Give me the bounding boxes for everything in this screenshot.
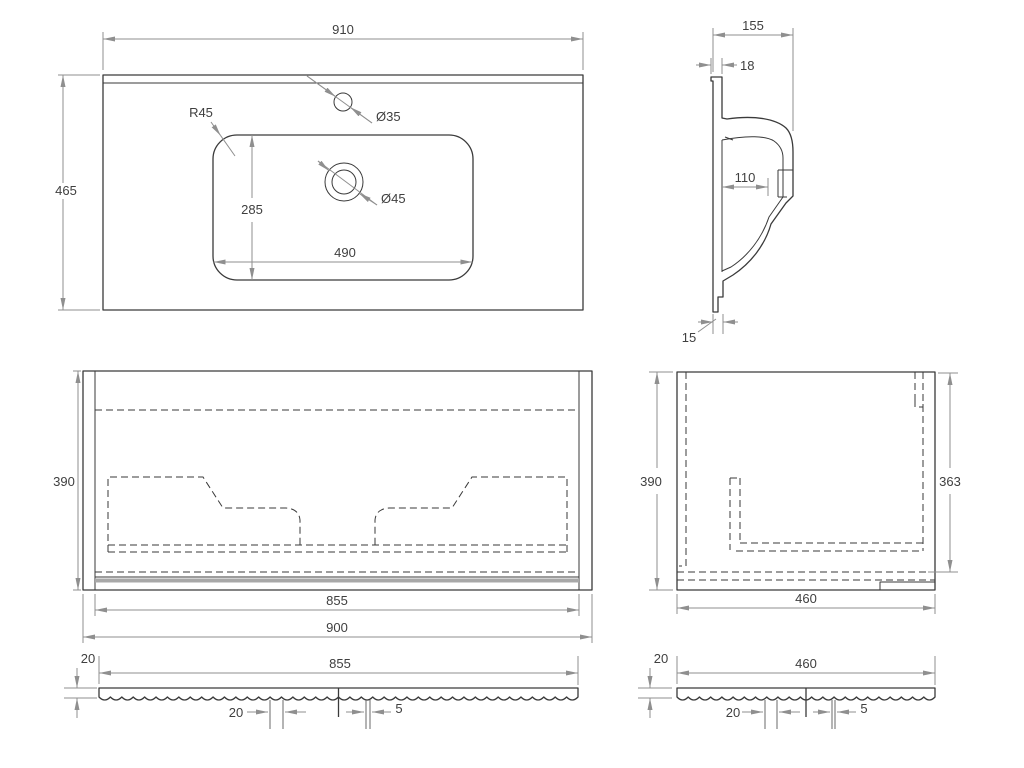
bowl-inner-wall bbox=[721, 196, 784, 272]
cabinet-front-view: 390 855 900 bbox=[53, 370, 593, 643]
cabinet-front-outline bbox=[82, 370, 593, 591]
dim-label-sp-20: 20 bbox=[654, 651, 668, 666]
dim-tap-hole: Ø35 bbox=[306, 75, 401, 124]
dim-side-depth: 460 bbox=[676, 591, 936, 614]
rim-underside bbox=[721, 136, 784, 170]
dim-label-front-900: 900 bbox=[326, 620, 348, 635]
dim-label-sp-460: 460 bbox=[795, 656, 817, 671]
dim-side-panel-flute-pitch: 20 bbox=[726, 700, 800, 729]
dim-side-inner-height: 363 bbox=[928, 372, 961, 573]
dim-side-height: 390 bbox=[640, 371, 673, 591]
washbasin-section-view: 155 18 110 15 bbox=[682, 18, 794, 345]
dim-overall-width: 910 bbox=[102, 22, 584, 70]
dim-side-panel-flute-gap: 5 bbox=[813, 700, 868, 729]
dim-bowl-inner-depth: 110 bbox=[722, 170, 769, 196]
cabinet-side-view: 390 363 460 bbox=[640, 371, 961, 614]
dim-front-panel-flute-gap: 5 bbox=[346, 700, 403, 729]
side-panel-profile-view: 20 460 20 5 bbox=[638, 651, 936, 729]
countertop-outline bbox=[102, 74, 584, 311]
hidden-basin-underside-left bbox=[107, 476, 301, 552]
dim-front-panel-flute-pitch: 20 bbox=[229, 700, 306, 729]
dim-label-465: 465 bbox=[55, 183, 77, 198]
dim-label-285: 285 bbox=[241, 202, 263, 217]
dim-overall-depth: 465 bbox=[55, 74, 100, 311]
dim-front-inner-width: 855 bbox=[94, 593, 580, 616]
dim-label-fp-20: 20 bbox=[81, 651, 95, 666]
dim-label-460: 460 bbox=[795, 591, 817, 606]
front-panel-profile-view: 20 855 20 5 bbox=[64, 651, 579, 729]
hidden-drain-cutout bbox=[729, 477, 741, 550]
dim-label-fp-pitch-20: 20 bbox=[229, 705, 243, 720]
hidden-basin-underside-right bbox=[374, 476, 568, 552]
dim-bowl-depth: 285 bbox=[241, 135, 263, 280]
dim-label-15: 15 bbox=[682, 330, 696, 345]
bowl-outline bbox=[212, 134, 474, 281]
dim-label-363: 363 bbox=[939, 474, 961, 489]
dim-foot: 15 bbox=[682, 314, 738, 345]
dim-label-r45: R45 bbox=[189, 105, 213, 120]
dim-corner-radius: R45 bbox=[189, 105, 236, 157]
rim-joint-line bbox=[724, 136, 734, 141]
dim-back-wall: 18 bbox=[696, 58, 754, 74]
dim-label-sp-pitch-20: 20 bbox=[726, 705, 740, 720]
dim-front-panel-thickness: 20 bbox=[64, 651, 97, 718]
hidden-hanger-bracket bbox=[914, 400, 924, 408]
tap-hole bbox=[333, 92, 353, 112]
drain-flange bbox=[324, 162, 364, 202]
dim-label-fp-855: 855 bbox=[329, 656, 351, 671]
dim-label-d35: Ø35 bbox=[376, 109, 401, 124]
dim-front-panel-width: 855 bbox=[98, 656, 579, 685]
dim-label-fp-gap-5: 5 bbox=[395, 701, 402, 716]
washbasin-top-view: 910 465 R45 Ø35 Ø45 28 bbox=[55, 22, 584, 311]
dim-label-front-390: 390 bbox=[53, 474, 75, 489]
side-panel-outline bbox=[676, 687, 936, 701]
bottom-shadow-band bbox=[95, 578, 579, 583]
dim-label-155: 155 bbox=[742, 18, 764, 33]
dim-label-490: 490 bbox=[334, 245, 356, 260]
dim-section-depth: 155 bbox=[712, 18, 794, 131]
dim-bowl-width: 490 bbox=[213, 245, 473, 265]
dim-side-panel-width: 460 bbox=[676, 656, 936, 685]
drain-hole bbox=[331, 169, 357, 195]
dim-front-overall-width: 900 bbox=[82, 594, 593, 643]
dim-front-height: 390 bbox=[53, 370, 81, 591]
dim-label-910: 910 bbox=[332, 22, 354, 37]
back-bottom-notch bbox=[879, 581, 935, 590]
cabinet-side-outline bbox=[676, 371, 936, 591]
dim-label-d45: Ø45 bbox=[381, 191, 406, 206]
dim-label-front-855: 855 bbox=[326, 593, 348, 608]
dim-label-18: 18 bbox=[740, 58, 754, 73]
dim-drain: Ø45 bbox=[317, 160, 406, 206]
dim-side-panel-thickness: 20 bbox=[638, 651, 672, 718]
dim-label-110: 110 bbox=[735, 170, 756, 185]
dim-label-side-390: 390 bbox=[640, 474, 662, 489]
hidden-front-panel-line bbox=[679, 372, 687, 567]
basin-section-outline bbox=[710, 76, 794, 313]
dim-label-sp-gap-5: 5 bbox=[860, 701, 867, 716]
overflow-boss bbox=[777, 169, 793, 198]
